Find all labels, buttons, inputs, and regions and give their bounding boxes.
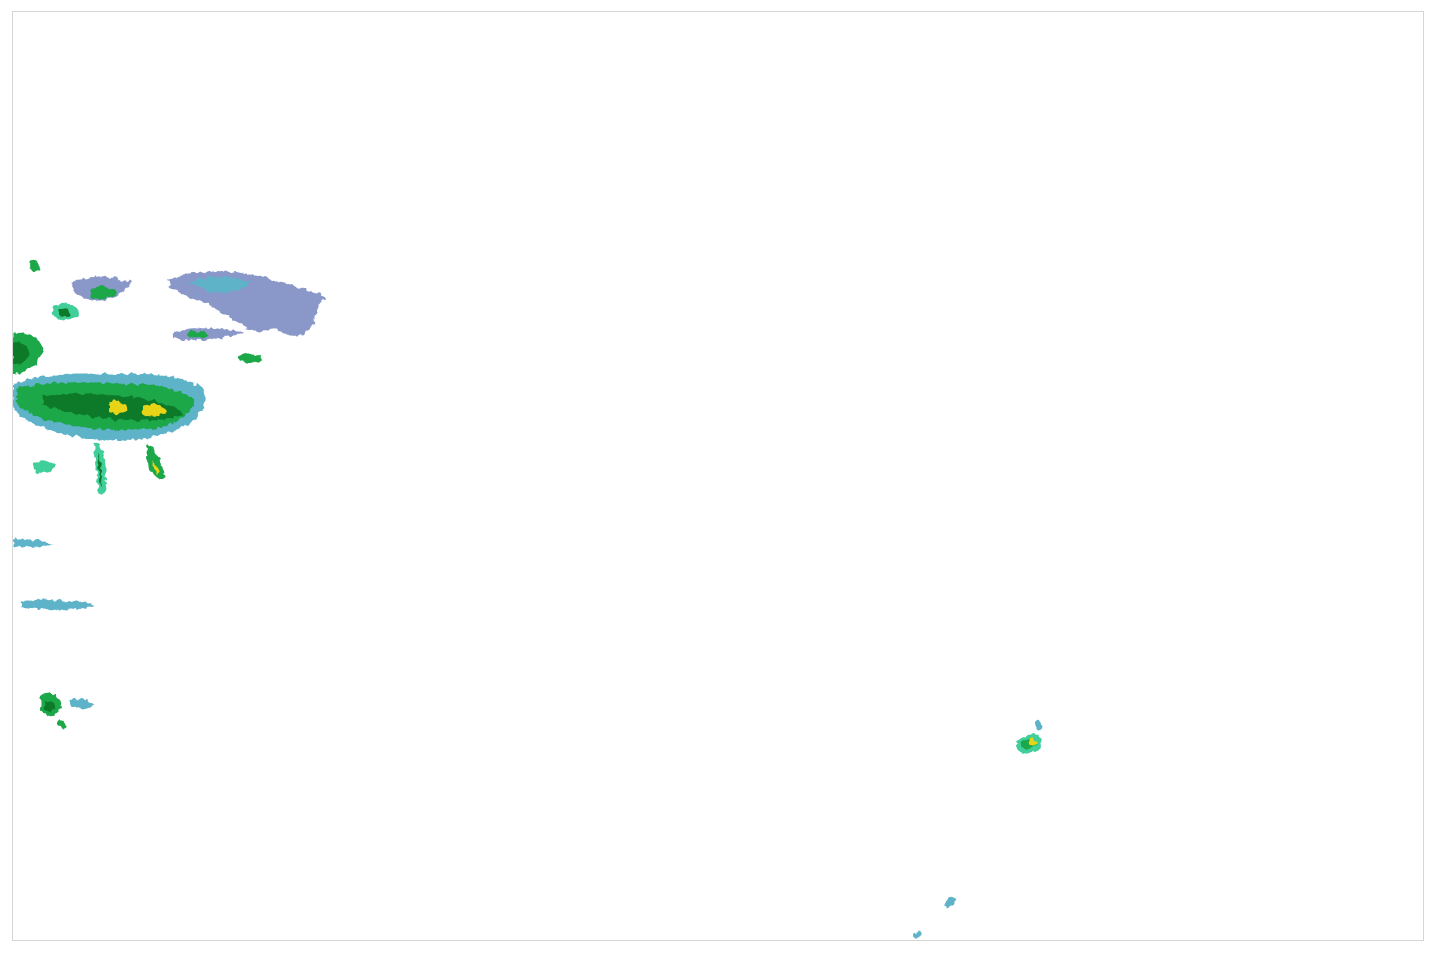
echo-finger-1-core	[98, 452, 102, 488]
echo-scatter-west	[13, 539, 95, 729]
echo-patch-5	[33, 460, 55, 473]
echo-se-core	[1029, 739, 1037, 746]
echo-se-streak-1	[945, 896, 957, 907]
echo-patch-2-core	[59, 309, 71, 318]
radar-echo-layer	[13, 260, 1042, 938]
echo-core-yellow-2	[143, 404, 167, 417]
echo-band-teal	[188, 276, 251, 293]
radar-map-frame[interactable]	[12, 11, 1424, 941]
echo-cluster-northwest	[29, 260, 325, 363]
echo-patch-1-green	[91, 286, 117, 299]
echo-patch-4	[239, 353, 263, 363]
echo-scatter-1	[13, 539, 53, 548]
echo-west-edge-dark	[13, 341, 29, 365]
echo-cluster-west-main	[13, 332, 205, 495]
echo-scatter-5	[57, 719, 66, 729]
echo-cell-southeast	[913, 720, 1042, 938]
echo-scatter-3-core	[45, 701, 55, 712]
echo-finger-2-core	[153, 460, 159, 476]
echo-scatter-2	[21, 599, 95, 610]
echo-patch-3	[29, 260, 40, 272]
echo-scatter-4	[71, 699, 93, 709]
echo-streak-1-green	[189, 331, 209, 338]
echo-core-yellow-1	[109, 400, 127, 415]
echo-streak-1	[173, 328, 245, 340]
echo-se-tail	[1035, 720, 1042, 731]
echo-se-streak-2	[913, 932, 921, 938]
echo-finger-2	[147, 444, 165, 480]
